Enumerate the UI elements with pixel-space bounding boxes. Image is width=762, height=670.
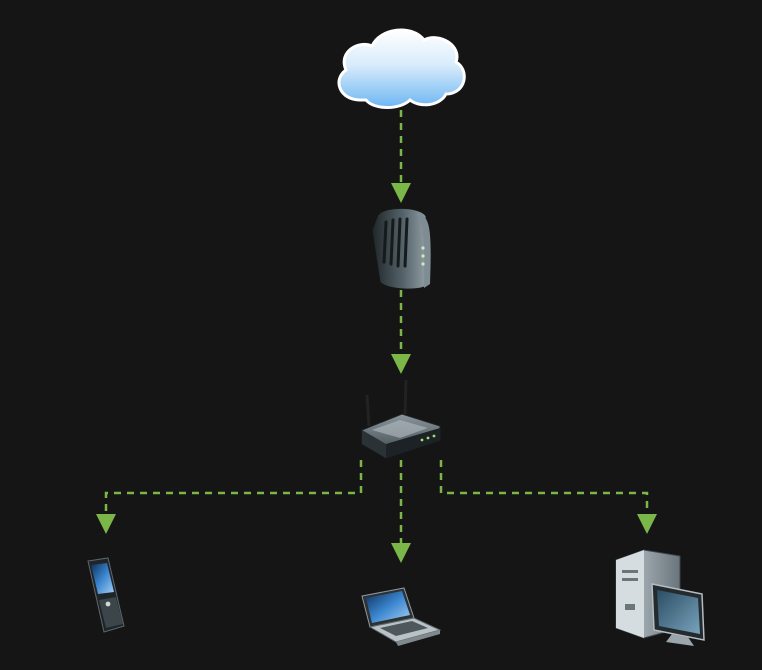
desktop-computer-icon xyxy=(615,549,705,646)
connector-router-to-phone xyxy=(96,460,363,534)
cloud-icon xyxy=(337,28,466,109)
mobile-phone-icon xyxy=(87,557,125,633)
wireless-router-icon xyxy=(361,379,441,459)
modem-icon xyxy=(371,207,431,290)
connector-lines xyxy=(96,110,657,563)
laptop-icon xyxy=(361,587,442,646)
connector-router-to-desktop xyxy=(439,460,657,534)
